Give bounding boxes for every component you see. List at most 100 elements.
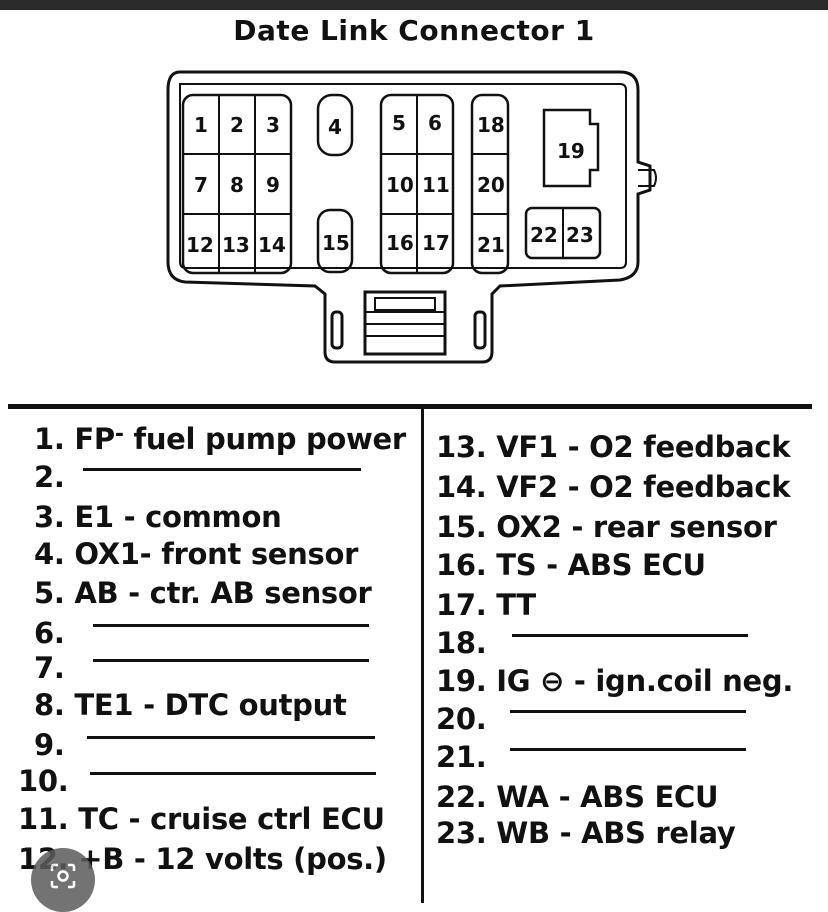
pin-17-label: 17 [422,231,450,255]
item-number: 4. [34,537,65,571]
list-item: 10. [18,764,377,798]
connector-diagram: 1 2 3 4 5 6 7 8 9 10 11 12 13 14 15 16 1… [166,70,657,364]
item-text: TS - ABS ECU [496,548,706,582]
item-text: TT [496,588,536,622]
pin-16-label: 16 [386,231,414,255]
item-number: 20. [436,702,487,736]
item-number: 23. [436,816,487,850]
list-item: 16. TS - ABS ECU [436,548,706,582]
blank-line [510,747,747,751]
pin-15-label: 15 [322,231,350,255]
pin-3-label: 3 [266,113,280,137]
list-item: 21. [436,740,747,774]
list-item: 11. TC - cruise ctrl ECU [18,802,385,836]
item-number: 18. [436,626,487,660]
pin-13-label: 13 [222,233,250,257]
blank-line [90,771,377,775]
item-text: +B - 12 volts (pos.) [78,842,387,876]
item-text: OX1- front sensor [74,537,359,571]
item-number: 11. [18,802,69,836]
minus-circle-icon: ⊖ [540,664,565,698]
list-item: 1. FP- fuel pump power [34,422,406,456]
item-number: 1. [34,422,65,456]
list-item: 18. [436,626,749,660]
item-text: WB - ABS relay [496,816,736,850]
item-number: 7. [34,651,65,685]
item-number: 21. [436,740,487,774]
list-item: 12. +B - 12 volts (pos.) [18,842,387,876]
item-separator: - [114,422,124,447]
blank-line [82,467,361,471]
pin-10-label: 10 [386,173,414,197]
list-item: 23. WB - ABS relay [436,816,736,850]
item-number: 19. [436,664,487,698]
item-text: E1 - common [74,500,282,534]
list-item: 9. [34,728,375,762]
blank-line [510,709,747,713]
item-number: 17. [436,588,487,622]
divider-horizontal [8,404,812,409]
pin-5-label: 5 [392,111,406,135]
blank-line [512,633,749,637]
list-item: 6. [34,616,369,650]
diagram-title: Date Link Connector 1 [233,14,595,47]
item-number: 16. [436,548,487,582]
pin-9-label: 9 [266,173,280,197]
list-item: 22. WA - ABS ECU [436,780,719,814]
item-number: 6. [34,616,65,650]
item-text: WA - ABS ECU [496,780,719,814]
pin-22-label: 22 [530,223,558,247]
camera-search-icon[interactable] [31,848,95,912]
pin-4-label: 4 [328,115,342,139]
list-item: 13. VF1 - O2 feedback [436,430,791,464]
item-number: 9. [34,728,65,762]
pin-19-label: 19 [557,139,585,163]
blank-line [92,658,369,662]
item-text: OX2 - rear sensor [496,510,777,544]
top-bar [0,0,828,10]
item-number: 22. [436,780,487,814]
pin-18-label: 18 [477,113,505,137]
item-number: 2. [34,460,65,494]
pin-21-label: 21 [477,233,505,257]
pin-8-label: 8 [230,173,244,197]
item-text: VF1 - O2 feedback [496,430,791,464]
pin-20-label: 20 [477,173,505,197]
pin-7-label: 7 [194,173,208,197]
list-item: 7. [34,651,369,685]
list-item: 14. VF2 - O2 feedback [436,470,791,504]
item-number: 13. [436,430,487,464]
list-item: 3. E1 - common [34,500,282,534]
pin-6-label: 6 [428,111,442,135]
list-item: 8. TE1 - DTC output [34,688,347,722]
item-number: 15. [436,510,487,544]
pin-23-label: 23 [566,223,594,247]
item-number: 3. [34,500,65,534]
item-number: 14. [436,470,487,504]
list-item: 15. OX2 - rear sensor [436,510,777,544]
pin-11-label: 11 [422,173,450,197]
item-text: AB - ctr. AB sensor [74,576,372,610]
pin-1-label: 1 [194,113,208,137]
blank-line [92,623,369,627]
list-item: 2. [34,460,361,494]
blank-line [86,735,375,739]
item-desc: fuel pump power [133,422,407,456]
divider-vertical [421,404,424,903]
item-desc: - ign.coil neg. [573,664,794,698]
item-number: 10. [18,764,69,798]
item-number: 5. [34,576,65,610]
item-text: IG [496,664,531,698]
pin-14-label: 14 [258,233,286,257]
item-text: VF2 - O2 feedback [496,470,791,504]
item-text: TC - cruise ctrl ECU [78,802,385,836]
list-item: 19. IG ⊖ - ign.coil neg. [436,664,793,698]
list-item: 17. TT [436,588,536,622]
item-text: TE1 - DTC output [74,688,347,722]
pin-2-label: 2 [230,113,244,137]
item-code: FP [74,422,115,456]
item-number: 8. [34,688,65,722]
lens-glyph [50,863,76,889]
list-item: 20. [436,702,747,736]
list-item: 4. OX1- front sensor [34,537,358,571]
